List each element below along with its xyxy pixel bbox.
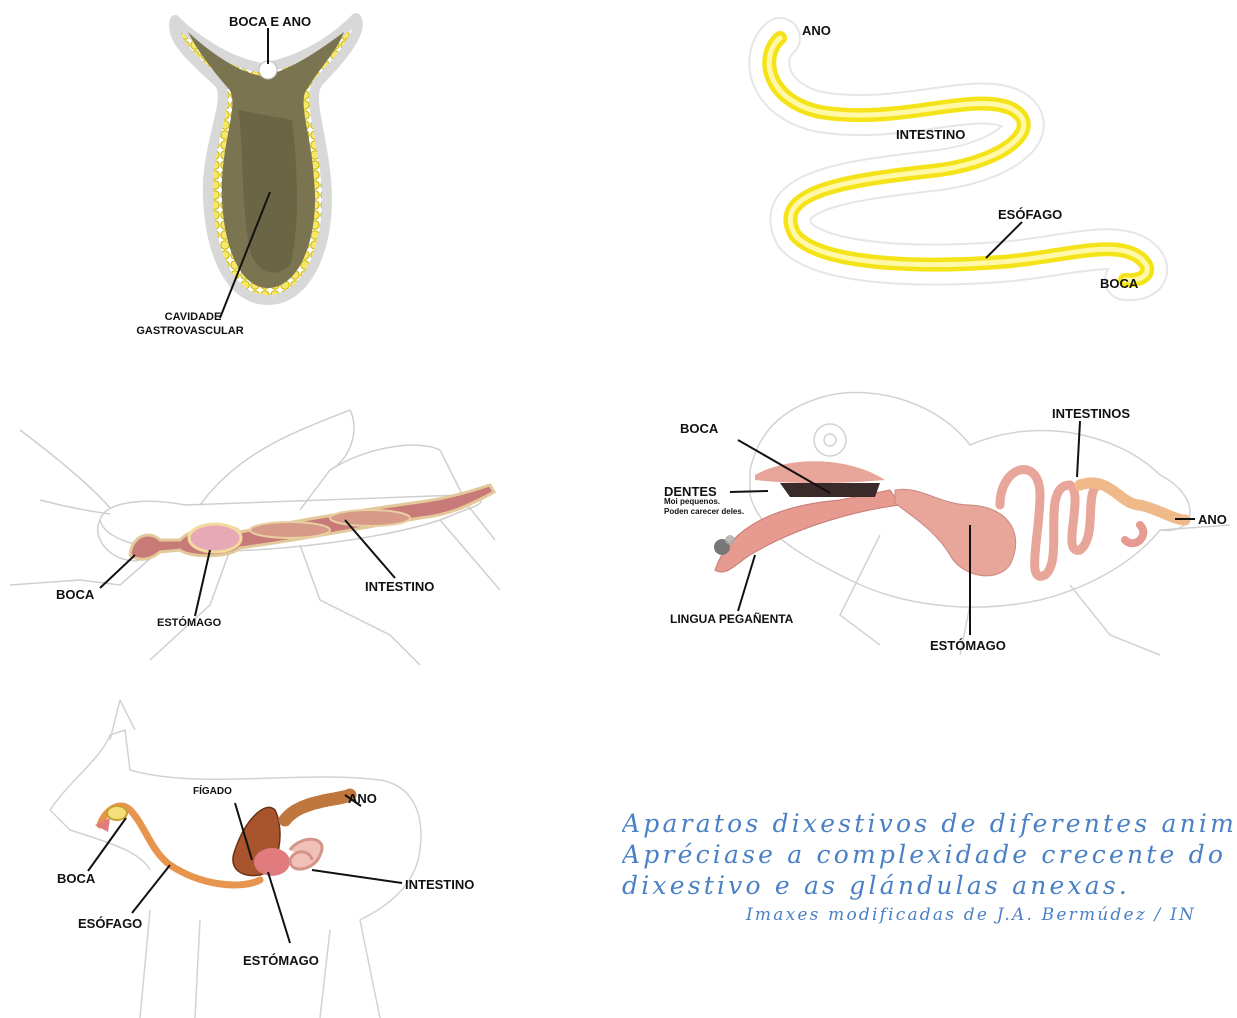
dog-stomach-label: ESTÓMAGO: [243, 954, 319, 967]
caption-credit: Imaxes modificadas de J.A. Bermúdez / IN: [622, 905, 1237, 925]
earthworm-esophagus-label: ESÓFAGO: [998, 208, 1062, 221]
caption-line-3: dixestivo e as glándulas anexas.: [622, 870, 1237, 901]
dog-intestine: [290, 839, 322, 869]
flatworm-diagram: BOCA E ANO CAVIDADE GASTROVASCULAR: [0, 0, 420, 350]
dog-esophagus-label: ESÓFAGO: [78, 917, 142, 930]
chameleon-gut: [640, 385, 1237, 670]
flatworm-mouth-anus-label: BOCA E ANO: [229, 15, 311, 28]
flatworm-illustration: [0, 0, 420, 350]
dog-gut: [0, 700, 520, 1018]
grasshopper-stomach-label: ESTÓMAGO: [157, 618, 221, 629]
dog-diagram: FÍGADO ANO BOCA INTESTINO ESÓFAGO ESTÓMA…: [0, 700, 520, 1018]
chameleon-teeth-note-2: Poden carecer deles.: [664, 508, 744, 516]
earthworm-mouth-label: BOCA: [1100, 277, 1138, 290]
chameleon-intestines-label: INTESTINOS: [1052, 407, 1130, 420]
earthworm-illustration: [740, 0, 1237, 310]
dog-liver-label: FÍGADO: [193, 787, 232, 797]
flatworm-cavity-label: CAVIDADE: [140, 312, 246, 323]
grasshopper-mouth-label: BOCA: [56, 588, 94, 601]
caption-line-2: Apréciase a complexidade crecente do tu: [622, 839, 1237, 870]
chameleon-tongue: [715, 490, 900, 572]
figure-caption: Aparatos dixestivos de diferentes anima …: [622, 808, 1237, 925]
dog-mouth-label: BOCA: [57, 872, 95, 885]
dog-anus-label: ANO: [348, 792, 377, 805]
chameleon-diagram: BOCA DENTES Moi pequenos. Poden carecer …: [640, 385, 1237, 670]
earthworm-anus-label: ANO: [802, 24, 831, 37]
chameleon-mouth-label: BOCA: [680, 422, 718, 435]
chameleon-tongue-label: LINGUA PEGAÑENTA: [670, 613, 793, 625]
dog-intestine-label: INTESTINO: [405, 878, 474, 891]
chameleon-jaw: [755, 461, 885, 483]
grasshopper-gut: [0, 390, 500, 670]
earthworm-diagram: ANO INTESTINO ESÓFAGO BOCA: [740, 0, 1237, 310]
flatworm-cavity-label-2: GASTROVASCULAR: [120, 326, 260, 337]
caption-line-1: Aparatos dixestivos de diferentes anima: [622, 808, 1237, 839]
chameleon-stomach-label: ESTÓMAGO: [930, 639, 1006, 652]
earthworm-intestine-label: INTESTINO: [896, 128, 965, 141]
chameleon-teeth-note-1: Moi pequenos.: [664, 498, 720, 506]
grasshopper-diagram: BOCA ESTÓMAGO INTESTINO: [0, 390, 500, 670]
grasshopper-intestine-label: INTESTINO: [365, 580, 434, 593]
dog-stomach: [254, 848, 290, 876]
chameleon-anus-label: ANO: [1198, 513, 1227, 526]
